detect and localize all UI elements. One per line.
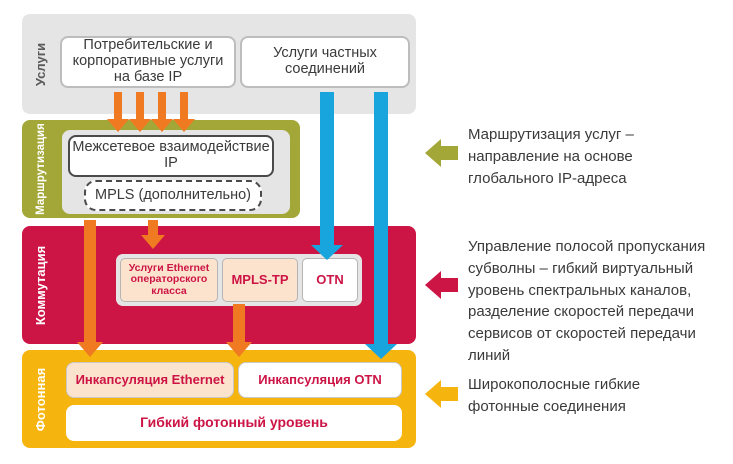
mpls-optional-box: MPLS (дополнительно) — [84, 180, 262, 211]
switching-note: Управление полосой пропускания субволны … — [468, 238, 706, 364]
left-arrow-icon — [425, 139, 458, 167]
flexible-photonic-layer-box: Гибкий фотонный уровень — [66, 405, 402, 441]
mpls-tp-box: MPLS-TP — [222, 258, 298, 302]
ip-interworking-box: Межсетевое взаимодействие IP — [68, 135, 274, 177]
carrier-ethernet-box: Услуги Ethernet операторского класса — [120, 258, 218, 302]
otn-encapsulation-box: Инкапсуляция OTN — [238, 362, 402, 398]
private-connections-box: Услуги частных соединений — [240, 36, 410, 88]
ethernet-encapsulation-box: Инкапсуляция Ethernet — [66, 362, 234, 398]
ip-services-box: Потребительские и корпоративные услуги н… — [60, 36, 236, 88]
left-arrow-icon — [425, 380, 458, 408]
left-arrow-icon — [425, 271, 458, 299]
photonic-note: Широкополосные гибкие фотонные соединени… — [468, 376, 641, 415]
routing-note: Маршрутизация услуг – направление на осн… — [468, 126, 634, 187]
otn-switching-box: OTN — [302, 258, 358, 302]
